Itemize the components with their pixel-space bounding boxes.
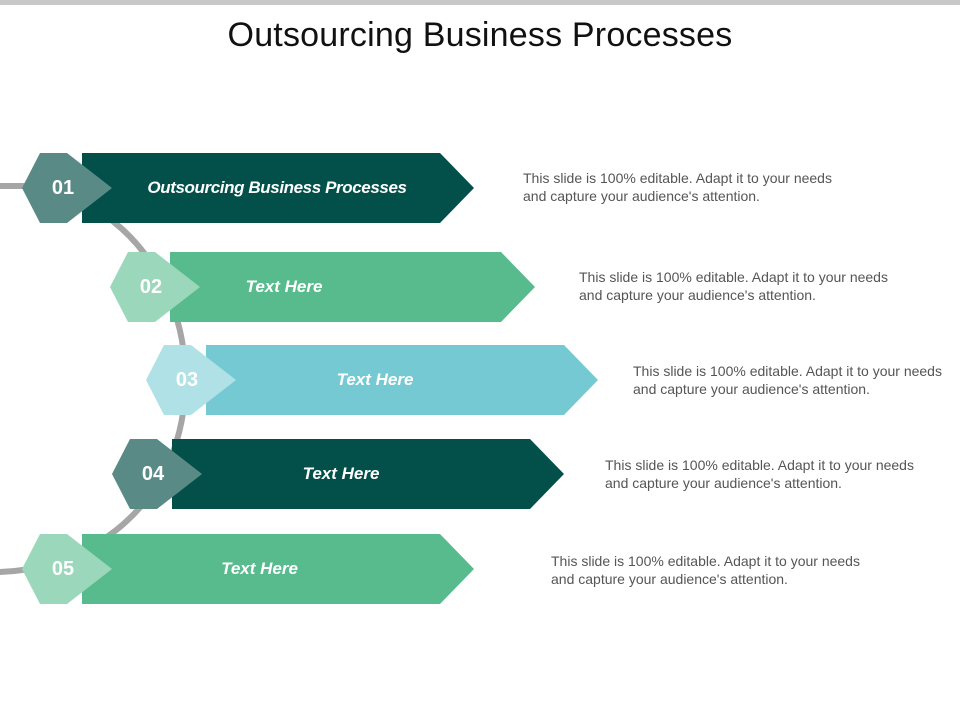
step-03-description: This slide is 100% editable. Adapt it to… <box>633 363 942 397</box>
step-01: 01 Outsourcing Business Processes <box>22 153 474 223</box>
slide-title: Outsourcing Business Processes <box>227 16 733 54</box>
top-divider <box>0 0 960 5</box>
step-05-number: 05 <box>51 558 75 580</box>
step-01-description: This slide is 100% editable. Adapt it to… <box>523 170 832 204</box>
step-02-description: This slide is 100% editable. Adapt it to… <box>579 269 888 303</box>
step-02-banner <box>170 252 535 322</box>
step-02-label: Text Here <box>245 277 323 296</box>
step-05-description: This slide is 100% editable. Adapt it to… <box>551 553 860 587</box>
step-03-banner <box>206 345 598 415</box>
step-04-banner <box>172 439 564 509</box>
step-01-number: 01 <box>51 177 75 199</box>
step-05: 05 Text Here <box>22 534 474 604</box>
step-01-banner <box>82 153 474 223</box>
step-04-number: 04 <box>141 463 165 485</box>
step-01-label: Outsourcing Business Processes <box>147 178 407 197</box>
step-03-number: 03 <box>175 369 199 391</box>
step-05-banner <box>82 534 474 604</box>
step-03: 03 Text Here <box>146 345 598 415</box>
step-05-label: Text Here <box>221 559 298 578</box>
step-02: 02 Text Here <box>110 252 535 322</box>
step-02-number: 02 <box>139 276 163 298</box>
step-04-label: Text Here <box>302 464 380 483</box>
step-04: 04 Text Here <box>112 439 564 509</box>
step-03-label: Text Here <box>336 370 414 389</box>
step-04-description: This slide is 100% editable. Adapt it to… <box>605 457 914 491</box>
